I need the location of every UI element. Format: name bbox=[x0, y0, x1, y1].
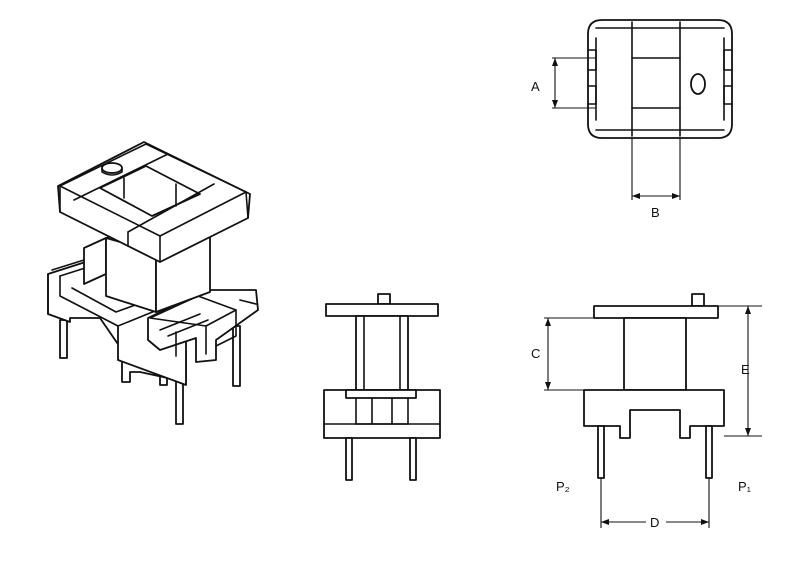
label-a: A bbox=[531, 79, 540, 94]
top-view-hole bbox=[690, 73, 706, 95]
label-p2: P₂ bbox=[556, 479, 570, 494]
dimension-b: B bbox=[631, 138, 681, 220]
isometric-view bbox=[47, 141, 259, 425]
label-b: B bbox=[651, 205, 660, 220]
label-e: E bbox=[741, 362, 750, 377]
dimension-c: C bbox=[531, 317, 624, 391]
iso-top-flange bbox=[57, 141, 251, 263]
side-view bbox=[323, 293, 441, 481]
dimension-e: E bbox=[718, 305, 762, 437]
dimension-d: D bbox=[600, 478, 710, 532]
dimension-a: A bbox=[531, 57, 596, 109]
label-c: C bbox=[531, 346, 540, 361]
top-view: A B bbox=[531, 19, 733, 220]
front-view: C E D P₂ P₁ bbox=[531, 293, 762, 532]
label-p1: P₁ bbox=[738, 479, 752, 494]
iso-base bbox=[47, 254, 259, 386]
label-d: D bbox=[650, 515, 659, 530]
